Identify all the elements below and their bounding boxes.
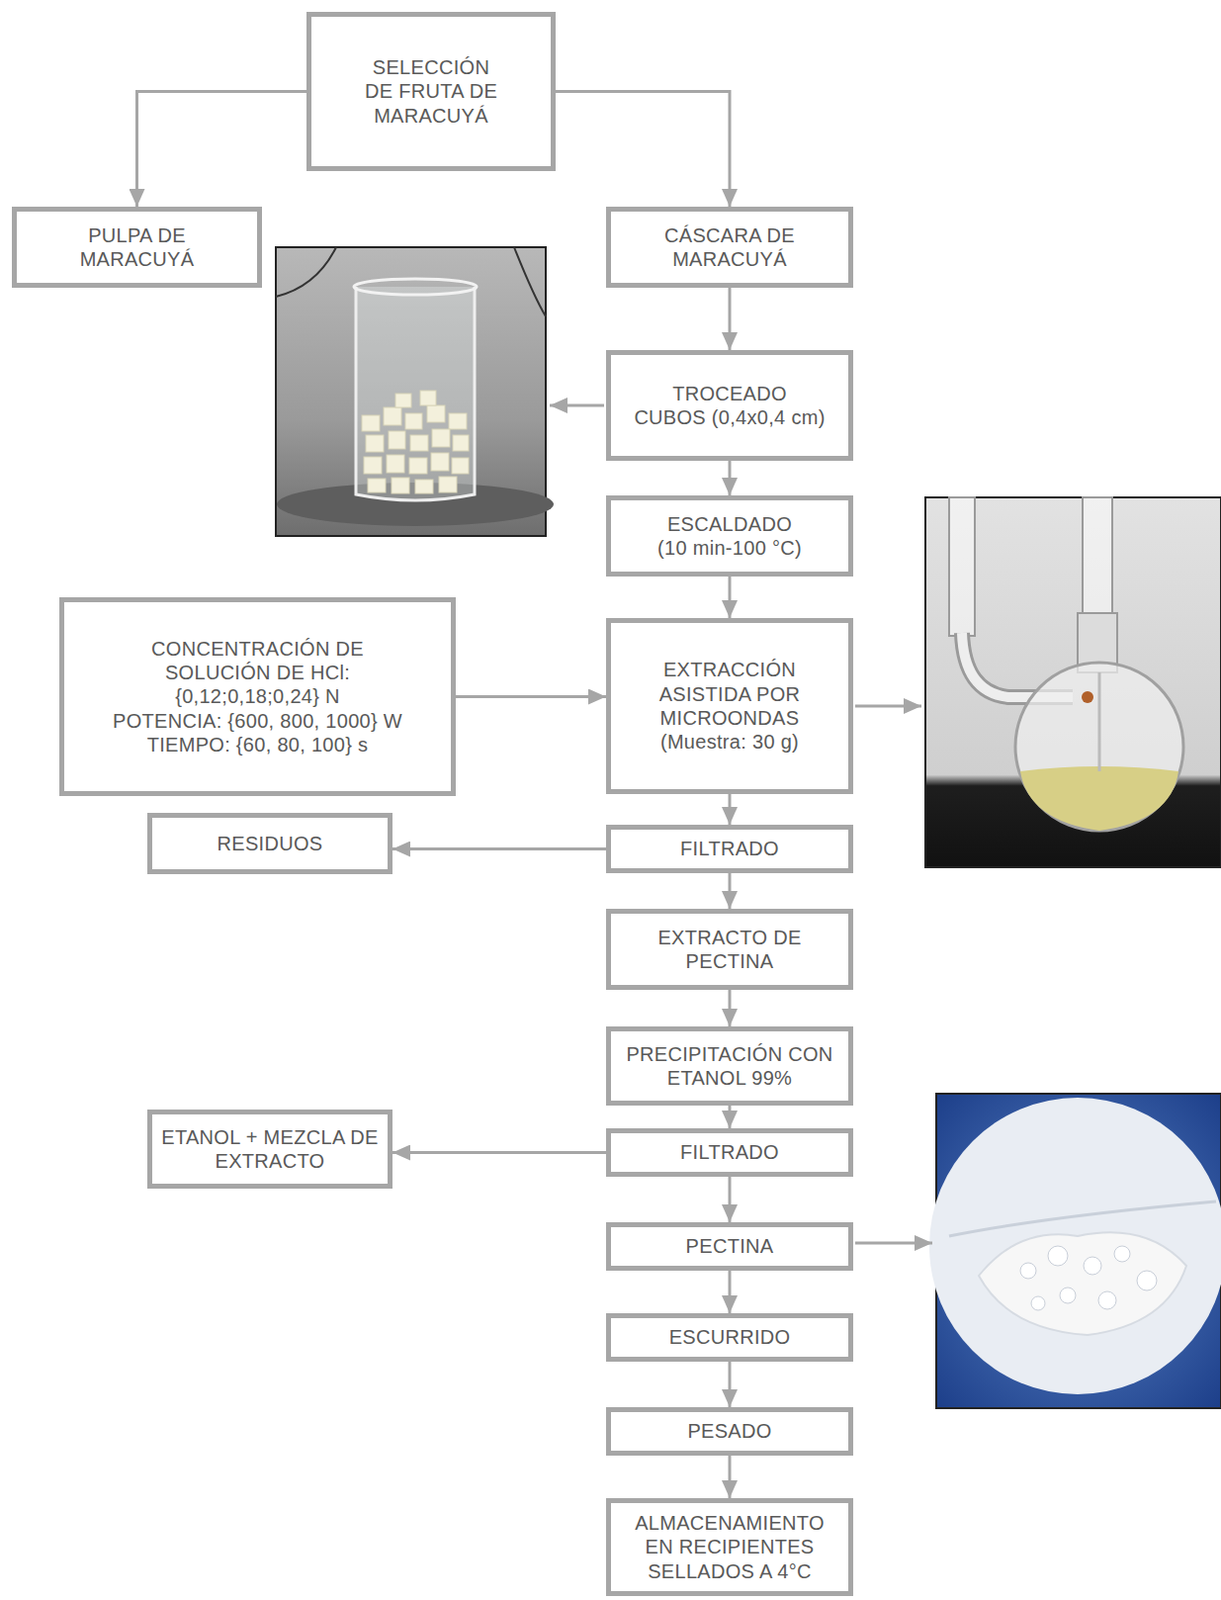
flow-arrow bbox=[728, 460, 732, 496]
process-box: RESIDUOS bbox=[147, 812, 393, 874]
flow-arrow bbox=[728, 287, 732, 350]
flow-arrow bbox=[728, 1361, 732, 1407]
box-text: ESCURRIDO bbox=[669, 1324, 791, 1349]
box-text: EXTRACTO DE PECTINA bbox=[630, 925, 829, 974]
box-text: CÁSCARA DE MARACUYÁ bbox=[630, 223, 829, 272]
beaker-photo bbox=[275, 247, 554, 536]
flow-arrow bbox=[728, 793, 732, 825]
box-text: ETANOL + MEZCLA DE EXTRACTO bbox=[161, 1125, 379, 1174]
leader-arrow bbox=[855, 1241, 933, 1245]
box-text: ALMACENAMIENTO EN RECIPIENTES SELLADOS A… bbox=[625, 1510, 834, 1583]
pectin-photo bbox=[929, 1093, 1221, 1408]
process-box: PESADO bbox=[606, 1406, 854, 1456]
box-text: RESIDUOS bbox=[217, 831, 324, 856]
flow-arrow bbox=[728, 1270, 732, 1313]
box-text: CONCENTRACIÓN DE SOLUCIÓN DE HCl: {0,12;… bbox=[134, 636, 382, 709]
flow-arrow bbox=[728, 1176, 732, 1222]
process-box: PRECIPITACIÓN CON ETANOL 99% bbox=[606, 1026, 854, 1106]
process-box: EXTRACTO DE PECTINA bbox=[606, 908, 854, 990]
process-box: ESCURRIDO bbox=[606, 1312, 854, 1362]
flow-arrow bbox=[728, 576, 732, 618]
box-text: PRECIPITACIÓN CON ETANOL 99% bbox=[620, 1042, 839, 1091]
process-box: TROCEADOCUBOS (0,4x0,4 cm) bbox=[606, 349, 854, 461]
box-text: FILTRADO bbox=[680, 1139, 780, 1164]
flow-arrow bbox=[137, 91, 308, 208]
process-box: PULPA DE MARACUYÁ bbox=[11, 206, 262, 288]
box-text: CUBOS (0,4x0,4 cm) bbox=[633, 405, 825, 430]
process-box: SELECCIÓN DE FRUTA DE MARACUYÁ bbox=[306, 11, 556, 172]
flask-photo bbox=[925, 497, 1221, 868]
process-box: ETANOL + MEZCLA DE EXTRACTO bbox=[147, 1109, 393, 1189]
box-text: TIEMPO: {60, 80, 100} s bbox=[147, 732, 369, 757]
box-text: (10 min-100 °C) bbox=[657, 535, 802, 560]
flow-arrow bbox=[728, 872, 732, 909]
box-text: SELECCIÓN DE FRUTA DE MARACUYÁ bbox=[361, 55, 501, 128]
process-box: FILTRADO bbox=[606, 1128, 854, 1177]
process-box: FILTRADO bbox=[606, 824, 854, 873]
box-text: FILTRADO bbox=[680, 836, 780, 861]
process-box: CONCENTRACIÓN DE SOLUCIÓN DE HCl: {0,12;… bbox=[59, 597, 456, 796]
leader-arrow bbox=[549, 404, 605, 408]
box-text: ESCALDADO bbox=[667, 512, 792, 536]
box-text: EXTRACCIÓN ASISTIDA POR MICROONDAS (Mues… bbox=[630, 657, 829, 755]
flow-arrow bbox=[728, 989, 732, 1027]
process-box: PECTINA bbox=[606, 1221, 854, 1271]
process-box: ESCALDADO(10 min-100 °C) bbox=[606, 495, 854, 577]
flow-arrow bbox=[392, 1150, 607, 1154]
box-text: PULPA DE MARACUYÁ bbox=[38, 223, 237, 272]
flow-arrow bbox=[728, 1455, 732, 1498]
box-text: PECTINA bbox=[686, 1233, 775, 1258]
flow-arrow bbox=[455, 695, 607, 698]
flow-arrow bbox=[392, 847, 607, 851]
box-text: POTENCIA: {600, 800, 1000} W bbox=[112, 708, 403, 733]
process-box: EXTRACCIÓN ASISTIDA POR MICROONDAS (Mues… bbox=[606, 617, 854, 794]
box-text: TROCEADO bbox=[672, 381, 787, 406]
flow-arrow bbox=[555, 91, 730, 208]
leader-arrow bbox=[855, 704, 922, 708]
flow-arrow bbox=[728, 1105, 732, 1129]
process-box: ALMACENAMIENTO EN RECIPIENTES SELLADOS A… bbox=[606, 1497, 854, 1596]
process-box: CÁSCARA DE MARACUYÁ bbox=[606, 206, 854, 288]
box-text: PESADO bbox=[687, 1418, 772, 1443]
